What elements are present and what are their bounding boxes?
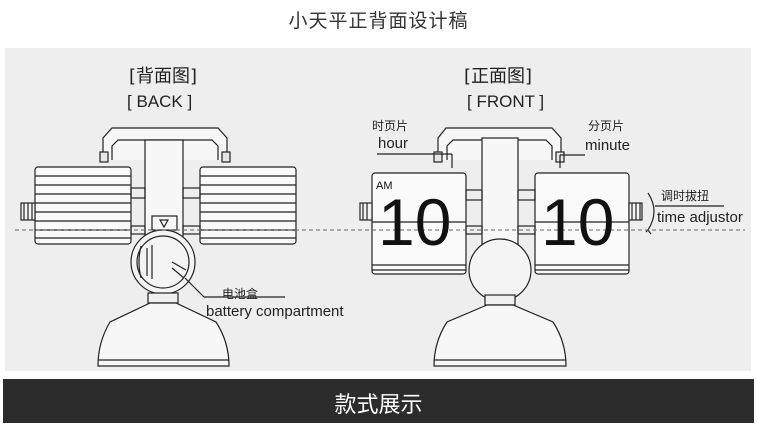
front-view-label-en: [ FRONT ]	[467, 92, 545, 111]
front-view-label-zh: [正面图]	[464, 66, 533, 87]
front-hour-flap	[371, 172, 467, 275]
front-minute-flap	[534, 172, 630, 275]
minute-digits: 10	[541, 185, 614, 259]
hour-digits: 10	[378, 185, 451, 259]
back-clock-drawing	[20, 127, 297, 367]
hour-label-en: hour	[378, 135, 409, 152]
minute-label-zh: 分页片	[588, 119, 625, 133]
footer-text: 款式展示	[334, 393, 423, 418]
minute-label-en: minute	[585, 137, 631, 154]
adjustor-label-zh: 调时拔扭	[661, 189, 710, 203]
battery-compartment	[130, 229, 196, 295]
back-view-label-zh: [背面图]	[129, 66, 198, 87]
back-right-flap-stack	[199, 166, 297, 245]
footer-banner: 款式展示	[3, 379, 754, 423]
hour-label-zh: 时页片	[372, 119, 409, 133]
front-clock-drawing	[359, 127, 724, 367]
battery-label-en: battery compartment	[206, 303, 344, 320]
back-left-flap-stack	[34, 166, 132, 245]
page-title: 小天平正背面设计稿	[288, 10, 469, 32]
back-view-label-en: [ BACK ]	[127, 92, 193, 111]
battery-label-zh: 电池盒	[222, 287, 259, 301]
adjustor-label-en: time adjustor	[657, 209, 743, 226]
ampm-indicator: AM	[376, 180, 393, 192]
